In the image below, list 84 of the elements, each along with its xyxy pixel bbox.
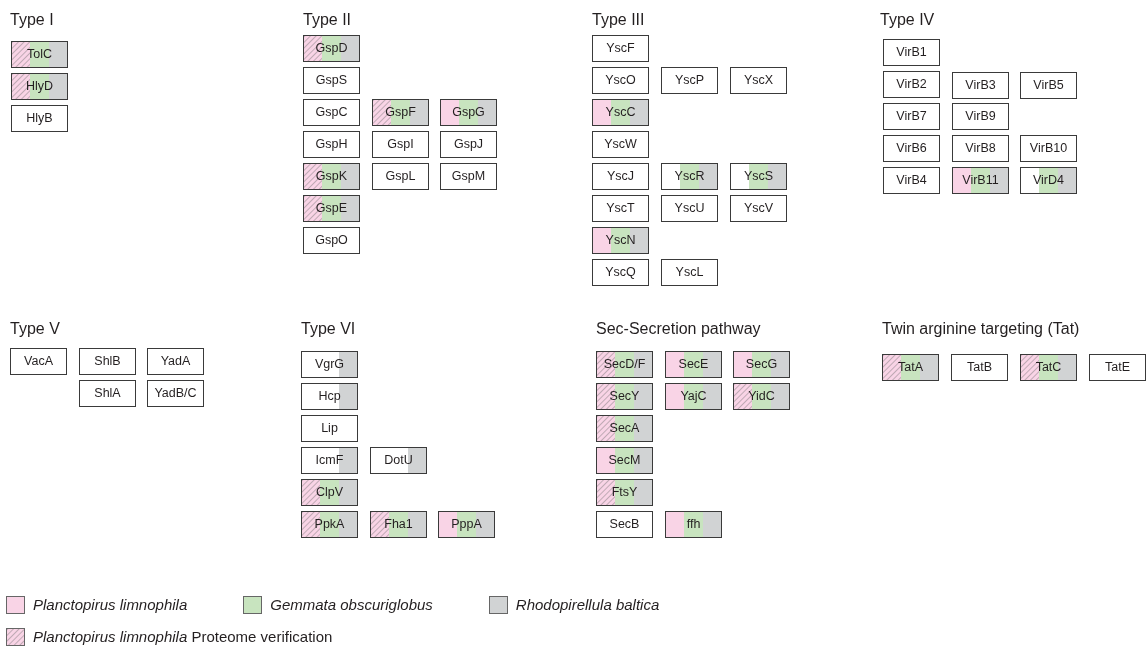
protein-box: YscN — [592, 227, 649, 254]
protein-box: TatB — [951, 354, 1008, 381]
protein-box: GspK — [303, 163, 360, 190]
section-title: Type V — [10, 319, 60, 339]
protein-box: ClpV — [301, 479, 358, 506]
protein-box: ShlA — [79, 380, 136, 407]
protein-box: SecG — [733, 351, 790, 378]
protein-box: YajC — [665, 383, 722, 410]
protein-box: ShlB — [79, 348, 136, 375]
protein-box: GspH — [303, 131, 360, 158]
protein-box: YidC — [733, 383, 790, 410]
protein-box: VirB4 — [883, 167, 940, 194]
protein-box: YscP — [661, 67, 718, 94]
protein-box: ffh — [665, 511, 722, 538]
protein-box: YscS — [730, 163, 787, 190]
protein-box: VirB3 — [952, 72, 1009, 99]
protein-box: TolC — [11, 41, 68, 68]
protein-box: PppA — [438, 511, 495, 538]
protein-box: GspE — [303, 195, 360, 222]
protein-box: YscO — [592, 67, 649, 94]
protein-box: SecD/F — [596, 351, 653, 378]
protein-box: VgrG — [301, 351, 358, 378]
legend-text: Gemmata obscuriglobus — [270, 595, 433, 615]
protein-box: VirB7 — [883, 103, 940, 130]
protein-box: GspI — [372, 131, 429, 158]
protein-box: YscC — [592, 99, 649, 126]
protein-box: GspD — [303, 35, 360, 62]
protein-box: YscJ — [592, 163, 649, 190]
protein-box: TatC — [1020, 354, 1077, 381]
protein-box: YscX — [730, 67, 787, 94]
protein-box: YscW — [592, 131, 649, 158]
protein-box: SecY — [596, 383, 653, 410]
legend-text: Planctopirus limnophila Proteome verification — [33, 626, 333, 647]
protein-box: TatA — [882, 354, 939, 381]
protein-box: SecM — [596, 447, 653, 474]
section-title: Type II — [303, 10, 352, 30]
protein-box: SecB — [596, 511, 653, 538]
section-title: Sec-Secretion pathway — [596, 319, 761, 339]
protein-box: YadB/C — [147, 380, 204, 407]
protein-box: YscT — [592, 195, 649, 222]
legend-text: Planctopirus limnophila — [33, 595, 188, 615]
protein-box: PpkA — [301, 511, 358, 538]
protein-box: YscF — [592, 35, 649, 62]
protein-box: GspL — [372, 163, 429, 190]
section-title: Type IV — [880, 10, 935, 30]
protein-box: VirB9 — [952, 103, 1009, 130]
protein-box: HlyD — [11, 73, 68, 100]
legend-text: Rhodopirellula baltica — [515, 595, 660, 615]
protein-box: VirD4 — [1020, 167, 1077, 194]
protein-box: VirB2 — [883, 71, 940, 98]
section-title: Type VI — [301, 319, 356, 339]
protein-box: HlyB — [11, 105, 68, 132]
protein-box: GspC — [303, 99, 360, 126]
protein-box: TatE — [1089, 354, 1146, 381]
protein-box: YscU — [661, 195, 718, 222]
protein-box: YscR — [661, 163, 718, 190]
protein-box: GspM — [440, 163, 497, 190]
protein-box: VirB10 — [1020, 135, 1077, 162]
protein-box: GspF — [372, 99, 429, 126]
protein-box: SecA — [596, 415, 653, 442]
protein-box: GspO — [303, 227, 360, 254]
protein-box: GspJ — [440, 131, 497, 158]
protein-box: VirB1 — [883, 39, 940, 66]
section-title: Twin arginine targeting (Tat) — [882, 319, 1080, 339]
protein-box: YscL — [661, 259, 718, 286]
protein-box: SecE — [665, 351, 722, 378]
protein-box: Lip — [301, 415, 358, 442]
protein-box: VirB6 — [883, 135, 940, 162]
section-title: Type I — [10, 10, 54, 30]
protein-box: VirB5 — [1020, 72, 1077, 99]
protein-box: YscV — [730, 195, 787, 222]
protein-box: IcmF — [301, 447, 358, 474]
protein-box: VirB8 — [952, 135, 1009, 162]
protein-box: VacA — [10, 348, 67, 375]
protein-box: VirB11 — [952, 167, 1009, 194]
protein-box: YadA — [147, 348, 204, 375]
section-title: Type III — [592, 10, 645, 30]
protein-box: GspG — [440, 99, 497, 126]
protein-box: FtsY — [596, 479, 653, 506]
protein-box: DotU — [370, 447, 427, 474]
protein-box: Hcp — [301, 383, 358, 410]
protein-box: YscQ — [592, 259, 649, 286]
protein-box: Fha1 — [370, 511, 427, 538]
protein-box: GspS — [303, 67, 360, 94]
